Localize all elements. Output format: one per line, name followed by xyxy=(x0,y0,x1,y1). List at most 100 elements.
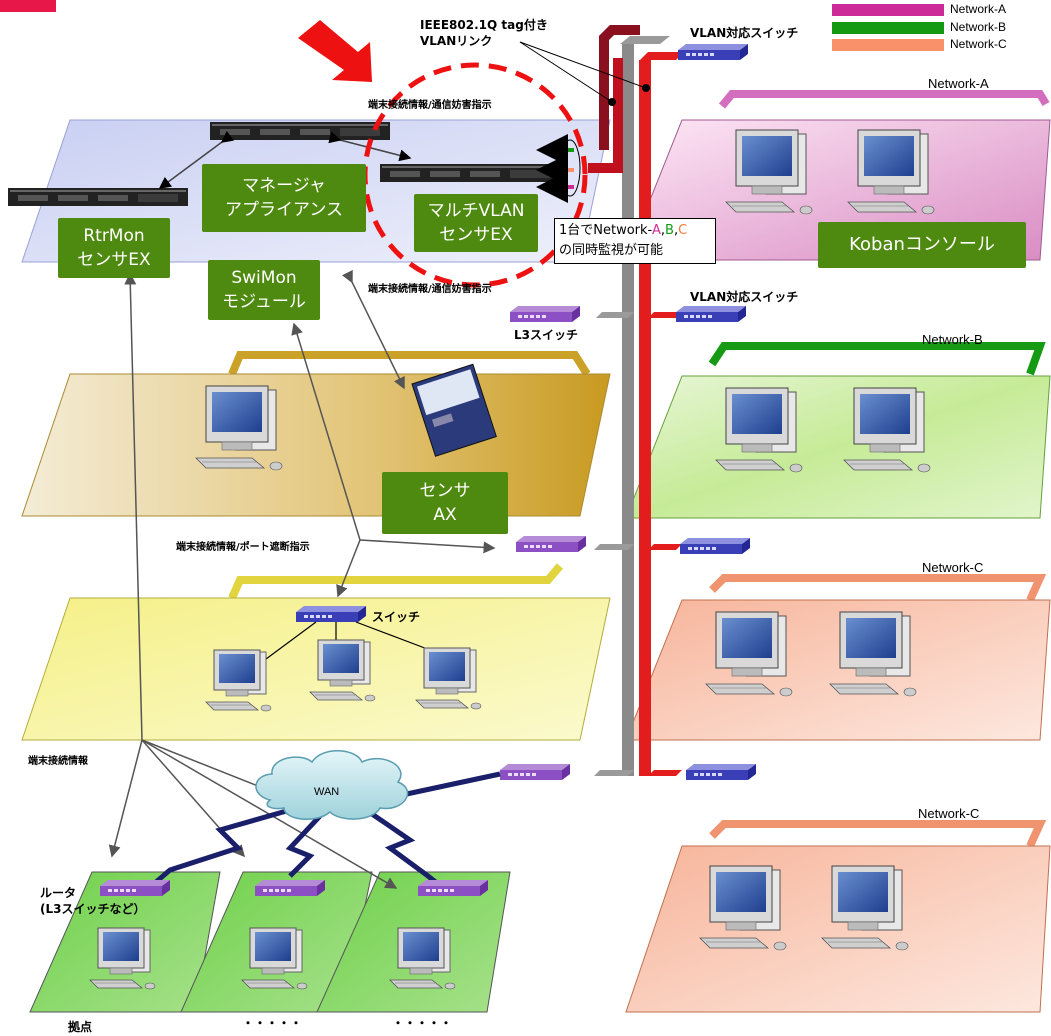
vlan-label-dot-1 xyxy=(608,98,616,106)
vlan-switch-2 xyxy=(676,306,746,322)
backbone-gray xyxy=(622,44,634,776)
connector-vlan2-red xyxy=(648,312,682,318)
legend-swatch-a xyxy=(832,4,944,16)
rail-a xyxy=(718,90,1050,109)
arrow-to-swimon xyxy=(291,322,361,541)
legend-swatch-c xyxy=(832,39,944,51)
manager-appliance-box: マネージャ アプライアンス xyxy=(202,164,366,232)
site-label: 拠点 xyxy=(68,1020,93,1034)
callout-c: C xyxy=(678,223,688,238)
rtrmon-line2: センサEX xyxy=(77,250,151,270)
vlan-link-darkred xyxy=(599,25,640,150)
corner-tag xyxy=(0,0,56,12)
rail-b xyxy=(708,342,1046,376)
info-terminal: 端末接続情報 xyxy=(28,756,88,767)
vlan-link-label-line1: IEEE802.1Q tag付き xyxy=(420,18,548,32)
wan-cloud xyxy=(255,750,409,820)
callout-sep1: , xyxy=(660,223,666,238)
l3-switch-3 xyxy=(500,764,570,780)
vlan-switch-3 xyxy=(680,538,750,554)
network-c2-label: Network-C xyxy=(918,806,980,821)
rtrmon-server xyxy=(8,188,188,206)
legend-swatch-b xyxy=(832,22,944,34)
network-a-label: Network-A xyxy=(928,76,989,91)
info-block-mid: 端末接続情報/通信妨害指示 xyxy=(368,284,492,295)
swimon-module-box: SwiMon モジュール xyxy=(208,260,320,320)
switch-to-pc-1 xyxy=(261,621,317,663)
arrow-server-link-2 xyxy=(328,131,412,162)
router-label-line1: ルータ xyxy=(40,886,77,900)
backbone-red xyxy=(639,60,651,776)
wan-link-1 xyxy=(154,807,291,884)
callout-net-word: Network- xyxy=(593,223,652,238)
callout-a: A xyxy=(651,223,661,238)
network-c1-label: Network-C xyxy=(922,560,984,575)
multi-vlan-server xyxy=(380,164,560,182)
connector-l3-gray xyxy=(596,312,634,318)
plane-network-b xyxy=(625,375,1051,519)
legend-label-b: Network-B xyxy=(950,20,1007,34)
wan-label: WAN xyxy=(314,786,340,798)
multi-vlan-sensor-box: マルチVLAN センサEX xyxy=(414,194,538,252)
manager-server xyxy=(210,122,390,140)
l3-switch-1 xyxy=(510,306,580,322)
legend-label-a: Network-A xyxy=(950,2,1007,16)
connector-wan-gray xyxy=(594,770,634,776)
connector-wan-red xyxy=(648,770,682,776)
legend xyxy=(832,4,944,51)
legend-label-c: Network-C xyxy=(950,37,1007,51)
rail-yellow xyxy=(228,563,564,600)
wan-link-2 xyxy=(285,814,322,878)
swimon-line2: モジュール xyxy=(222,292,306,312)
arrow-to-site-1 xyxy=(108,739,143,858)
vlan-switch-4 xyxy=(686,764,756,780)
connector-top-gray xyxy=(620,36,670,44)
callout-line2: の同時監視が可能 xyxy=(559,243,664,258)
sensor-ax-device xyxy=(411,363,497,457)
swimon-line1: SwiMon xyxy=(231,268,297,288)
multi-line2: センサEX xyxy=(439,225,513,245)
sensor-ax-line2: AX xyxy=(433,505,457,525)
manager-line2: アプライアンス xyxy=(225,200,343,220)
site-router-2 xyxy=(255,880,325,896)
rail-c2 xyxy=(709,820,1047,848)
plane-network-c1 xyxy=(625,599,1051,741)
arrow-swimon-to-switch xyxy=(336,539,361,598)
vlan-link-label-line2: VLANリンク xyxy=(420,34,493,48)
info-port-block: 端末接続情報/ポート遮断指示 xyxy=(176,542,310,553)
access-switch xyxy=(296,606,366,622)
vlan-label-pointer-2 xyxy=(519,41,647,89)
site-ellipsis-1: ・・・・・ xyxy=(242,1016,303,1030)
switch-label: スイッチ xyxy=(372,610,421,624)
sensor-ax-box: センサ AX xyxy=(382,472,508,534)
callout-line1: 1台でNetwork-A,B,C xyxy=(559,221,711,241)
koban-console-box: Kobanコンソール xyxy=(818,222,1026,268)
wan-link-3 xyxy=(370,811,440,886)
link-bundle-ellipse xyxy=(559,139,581,197)
connector-mid-red xyxy=(648,544,682,550)
site-router-3 xyxy=(418,880,488,896)
switch-to-pc-3 xyxy=(355,621,431,651)
multi-network-callout: 1台でNetwork-A,B,C の同時監視が可能 xyxy=(554,218,716,264)
rail-brown xyxy=(228,351,591,377)
arrow-server-link-1 xyxy=(158,130,235,189)
rtrmon-sensor-box: RtrMon センサEX xyxy=(58,218,170,278)
network-b-label: Network-B xyxy=(922,332,983,347)
l3-switch-2 xyxy=(516,536,586,552)
line-to-wan xyxy=(141,739,269,791)
arrow-to-sensor-ax xyxy=(341,269,405,390)
site-router-1 xyxy=(100,880,170,896)
multi-line1: マルチVLAN xyxy=(427,201,525,221)
connector-top-red xyxy=(640,52,684,60)
callout-pre: 1台で xyxy=(559,223,594,238)
callout-b: B xyxy=(665,223,674,238)
site-ellipsis-2: ・・・・・ xyxy=(392,1016,453,1030)
vlan-switch-top xyxy=(678,44,748,60)
arrow-to-l3-switch-2 xyxy=(359,539,496,554)
vlan-link-red xyxy=(588,58,623,173)
koban-label: Kobanコンソール xyxy=(849,234,995,255)
sensor-ax-line1: センサ xyxy=(419,481,471,501)
arrow-to-rtrmon xyxy=(124,272,143,741)
info-block-top: 端末接続情報/通信妨害指示 xyxy=(368,100,492,111)
